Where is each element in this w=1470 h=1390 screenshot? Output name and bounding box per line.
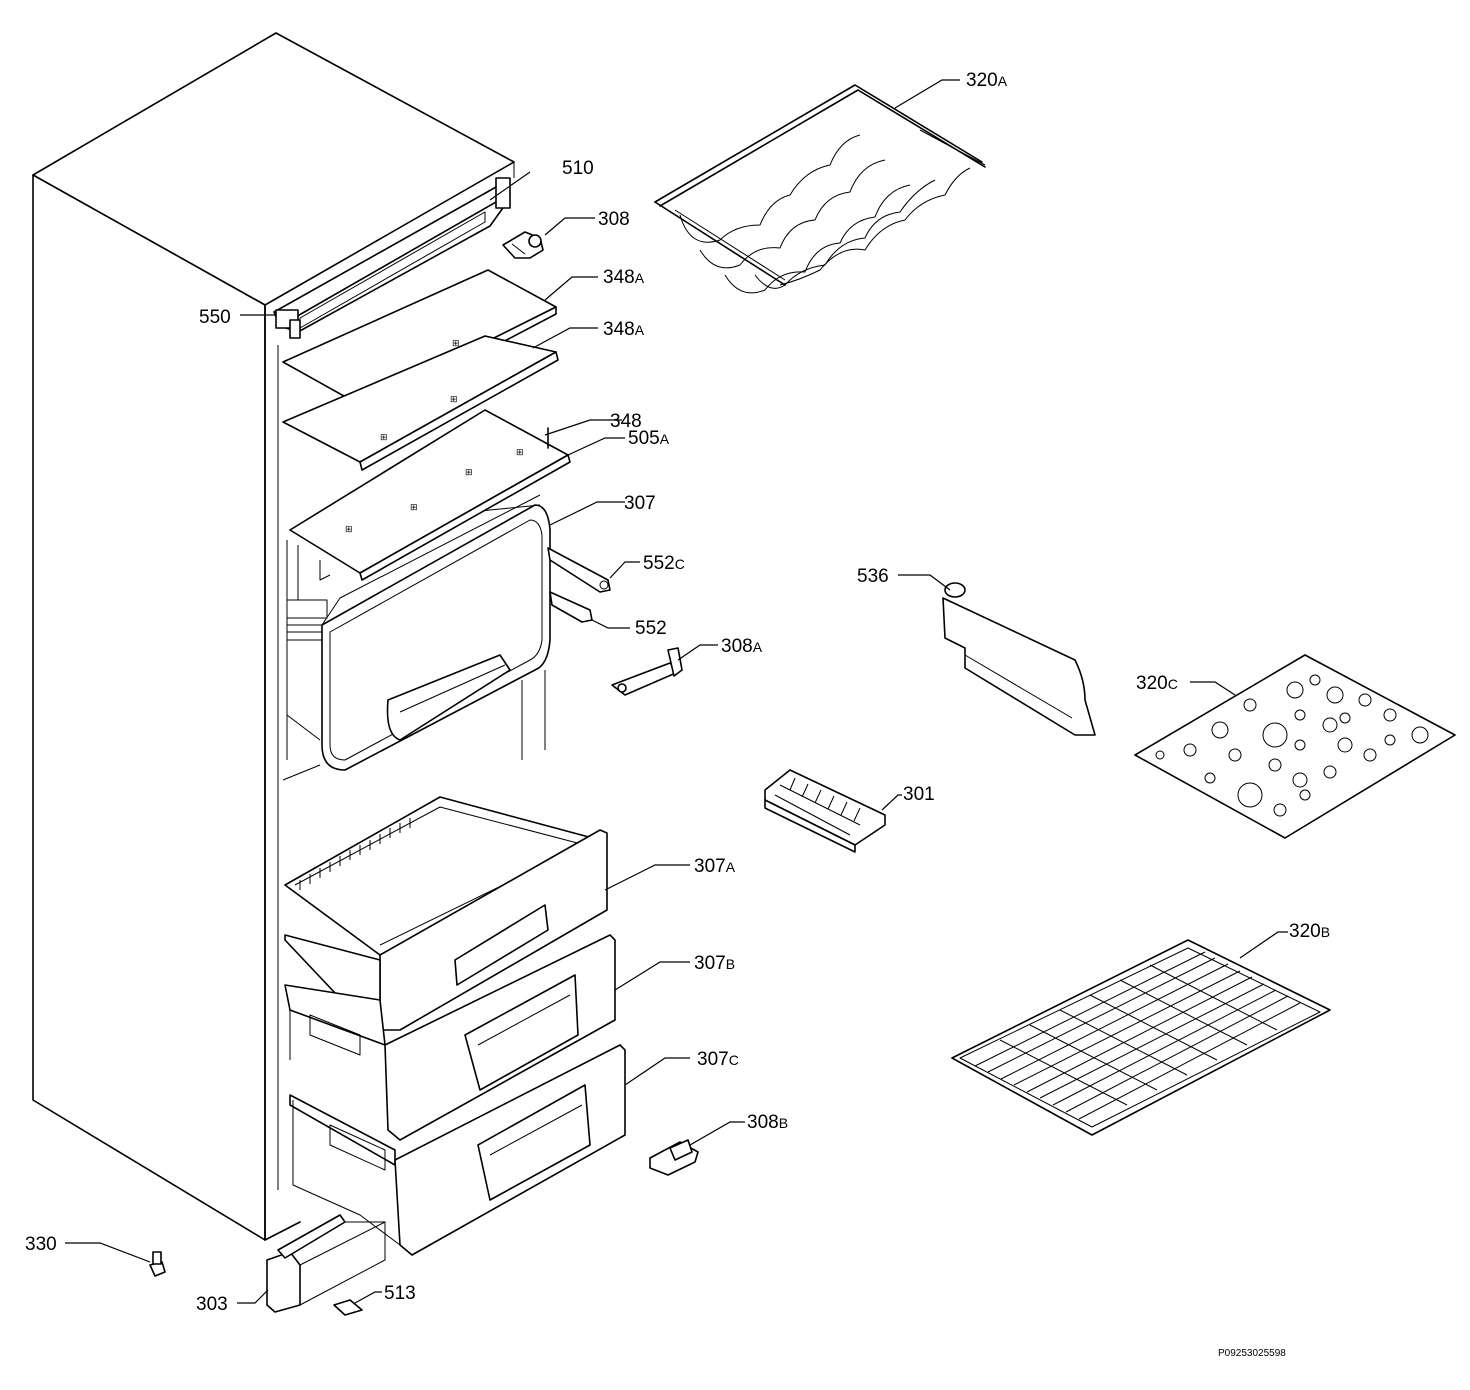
label-552c: 552C (643, 553, 685, 574)
part-labels: 320A 510 308 348A 550 348A 348 505A 307 … (25, 70, 1330, 1315)
part-320a-bottle-rack (654, 84, 986, 294)
part-348a-shelf-middle: ⊞ ⊞ (282, 335, 559, 471)
label-303: 303 (196, 1294, 228, 1315)
part-552c-rail (547, 547, 611, 593)
part-301-ice-tray (764, 769, 886, 853)
reference-code: P09253025598 (1218, 1348, 1286, 1359)
svg-text:⊞: ⊞ (465, 467, 473, 477)
part-307a-drawer (284, 796, 608, 1031)
part-510-control-panel (273, 177, 511, 339)
svg-text:⊞: ⊞ (516, 447, 524, 457)
label-348a-middle: 348A (603, 319, 645, 340)
label-348a-upper: 348A (603, 267, 645, 288)
svg-text:⊞: ⊞ (345, 524, 353, 534)
part-536-divider (942, 582, 1096, 736)
label-320a: 320A (966, 70, 1008, 91)
part-330-adjustable-foot (149, 1251, 166, 1277)
label-307a: 307A (694, 856, 736, 877)
label-536: 536 (857, 566, 889, 587)
svg-text:⊞: ⊞ (410, 502, 418, 512)
label-301: 301 (903, 784, 935, 805)
label-307c: 307C (697, 1049, 739, 1070)
svg-text:⊞: ⊞ (450, 394, 458, 404)
label-308: 308 (598, 209, 630, 230)
label-330: 330 (25, 1234, 57, 1255)
part-320b-wire-shelf (951, 939, 1331, 1136)
part-303-plinth (266, 1214, 386, 1313)
label-320b: 320B (1289, 921, 1330, 942)
part-308a-hinge (611, 647, 683, 696)
label-348: 348 (610, 411, 642, 432)
label-307b: 307B (694, 953, 735, 974)
label-550: 550 (199, 307, 231, 328)
leader-lines (65, 79, 1288, 1304)
label-510: 510 (562, 158, 594, 179)
part-513-clip (333, 1299, 363, 1316)
part-320c-perforated-plate (1134, 654, 1456, 839)
part-308-hinge (502, 231, 544, 259)
label-320c: 320C (1136, 673, 1178, 694)
label-308b: 308B (747, 1112, 788, 1133)
svg-text:⊞: ⊞ (380, 432, 388, 442)
part-308b-hinge (649, 1139, 699, 1176)
part-307b-drawer (284, 934, 616, 1141)
label-308a: 308A (721, 636, 763, 657)
part-307-freezer-flap (321, 494, 551, 771)
label-307: 307 (624, 493, 656, 514)
label-505a: 505A (628, 428, 670, 449)
part-307c-drawer (289, 1044, 626, 1256)
svg-text:⊞: ⊞ (452, 338, 460, 348)
label-513: 513 (384, 1283, 416, 1304)
label-552: 552 (635, 618, 667, 639)
fridge-cabinet (32, 32, 546, 1241)
part-552-rail (549, 591, 593, 623)
